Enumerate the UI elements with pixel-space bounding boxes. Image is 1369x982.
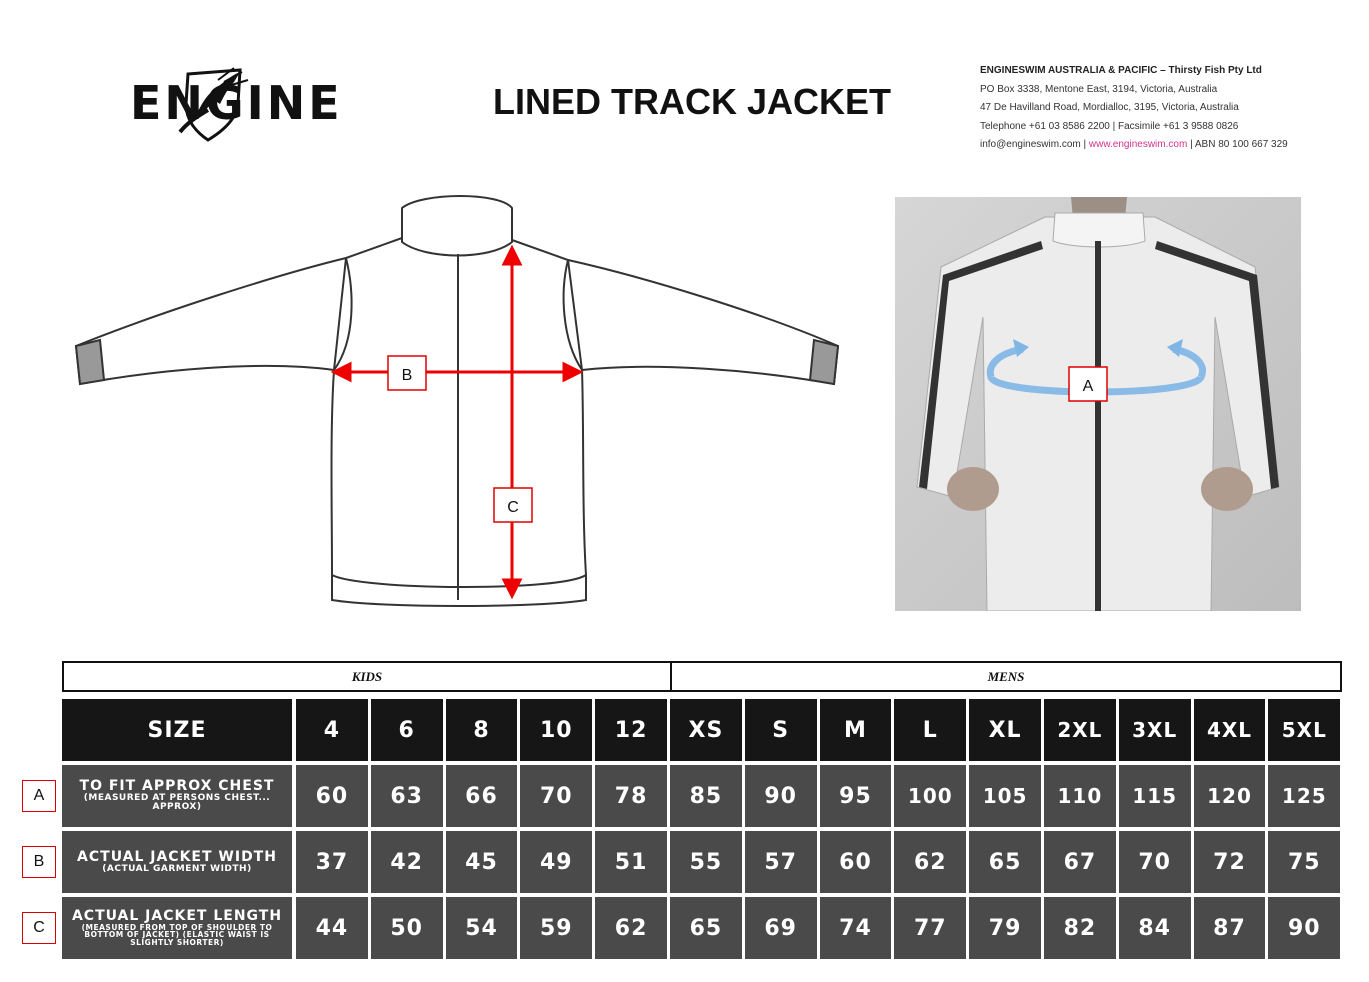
table-cell: 60 [819,831,892,893]
table-cell: 95 [819,765,892,827]
photo-label-a: A [1083,378,1094,395]
row-marker-a: A [22,780,56,812]
size-column-header: XS [670,699,742,761]
table-cell: 105 [969,765,1041,827]
model-photo: A [895,197,1301,611]
row-label-main: TO FIT APPROX CHEST [79,778,275,795]
table-cell: 45 [445,831,518,893]
table-cell: 90 [1268,897,1341,959]
page-title: LINED TRACK JACKET [493,81,892,122]
table-cell: 85 [670,765,742,827]
engine-logo [178,67,249,142]
postal-address: PO Box 3338, Mentone East, 3194, Victori… [980,83,1218,95]
table-cell: 77 [894,897,967,959]
table-cell: 75 [1268,831,1341,893]
row-marker-c: C [22,912,56,944]
contact-line: info@engineswim.com | www.engineswim.com… [980,136,1360,155]
table-cell: 54 [445,897,518,959]
table-cell: 37 [296,831,368,893]
size-column-header: 6 [370,699,443,761]
company-name: ENGINESWIM AUSTRALIA & PACIFIC – Thirsty… [980,65,1262,76]
group-header-mens: MENS [670,661,1342,692]
table-cell: 82 [1044,897,1116,959]
table-cell: 87 [1193,897,1266,959]
size-column-header: M [819,699,892,761]
table-cell: 74 [819,897,892,959]
size-column-header: S [744,699,817,761]
size-column-header: 4XL [1193,699,1266,761]
row-label-main: ACTUAL JACKET LENGTH [71,907,283,924]
table-cell: 49 [520,831,593,893]
size-column-header: 8 [445,699,518,761]
table-cell: 65 [670,897,742,959]
row-marker-b: B [22,846,56,878]
website-link[interactable]: www.engineswim.com [1088,139,1188,150]
table-cell: 84 [1118,897,1191,959]
abn-text: | ABN 80 100 667 329 [1190,139,1288,150]
table-cell: 70 [1118,831,1191,893]
table-cell: 67 [1044,831,1116,893]
size-column-header: 3XL [1118,699,1191,761]
diagram-label-b: B [402,367,413,384]
row-label-sub: (ACTUAL GARMENT WIDTH) [102,863,252,874]
size-column-header: 10 [520,699,593,761]
table-cell: 120 [1193,765,1266,827]
size-header: SIZE [62,699,292,761]
street-address: 47 De Havilland Road, Mordialloc, 3195, … [980,102,1239,113]
table-cell: 72 [1193,831,1266,893]
table-cell: 125 [1268,765,1341,827]
diagram-label-c: C [507,499,519,516]
table-cell: 70 [520,765,593,827]
row-label: ACTUAL JACKET LENGTH(MEASURED FROM TOP O… [62,897,292,959]
row-label: TO FIT APPROX CHEST(MEASURED AT PERSONS … [62,765,292,827]
table-cell: 44 [296,897,368,959]
table-cell: 66 [445,765,518,827]
size-column-header: 2XL [1044,699,1116,761]
row-label: ACTUAL JACKET WIDTH(ACTUAL GARMENT WIDTH… [62,831,292,893]
phone-fax: Telephone +61 03 8586 2200 | Facsimile +… [980,120,1239,132]
row-label-sub: (MEASURED AT PERSONS CHEST... APPROX) [83,792,271,813]
row-label-main: ACTUAL JACKET WIDTH [77,848,277,865]
table-cell: 90 [744,765,817,827]
table-cell: 62 [894,831,967,893]
table-cell: 100 [894,765,967,827]
table-cell: 59 [520,897,593,959]
table-cell: 69 [744,897,817,959]
table-cell: 78 [595,765,667,827]
table-cell: 51 [595,831,667,893]
company-info: ENGINESWIM AUSTRALIA & PACIFIC – Thirsty… [980,62,1360,155]
row-label-sub: (MEASURED FROM TOP OF SHOULDER TO BOTTOM… [81,922,273,948]
group-header-kids: KIDS [62,661,672,692]
table-cell: 62 [595,897,667,959]
table-cell: 42 [370,831,443,893]
email-text: info@engineswim.com | [980,139,1087,150]
size-column-header: 5XL [1268,699,1341,761]
table-cell: 55 [670,831,742,893]
table-cell: 79 [969,897,1041,959]
size-column-header: L [894,699,967,761]
brand-name: ENGINE [130,76,343,130]
table-cell: 60 [296,765,368,827]
table-cell: 110 [1044,765,1116,827]
table-cell: 63 [370,765,443,827]
table-cell: 50 [370,897,443,959]
size-column-header: XL [969,699,1041,761]
table-cell: 115 [1118,765,1191,827]
size-column-header: 4 [296,699,368,761]
table-cell: 57 [744,831,817,893]
table-cell: 65 [969,831,1041,893]
jacket-diagram: B C [74,195,840,607]
size-column-header: 12 [595,699,667,761]
